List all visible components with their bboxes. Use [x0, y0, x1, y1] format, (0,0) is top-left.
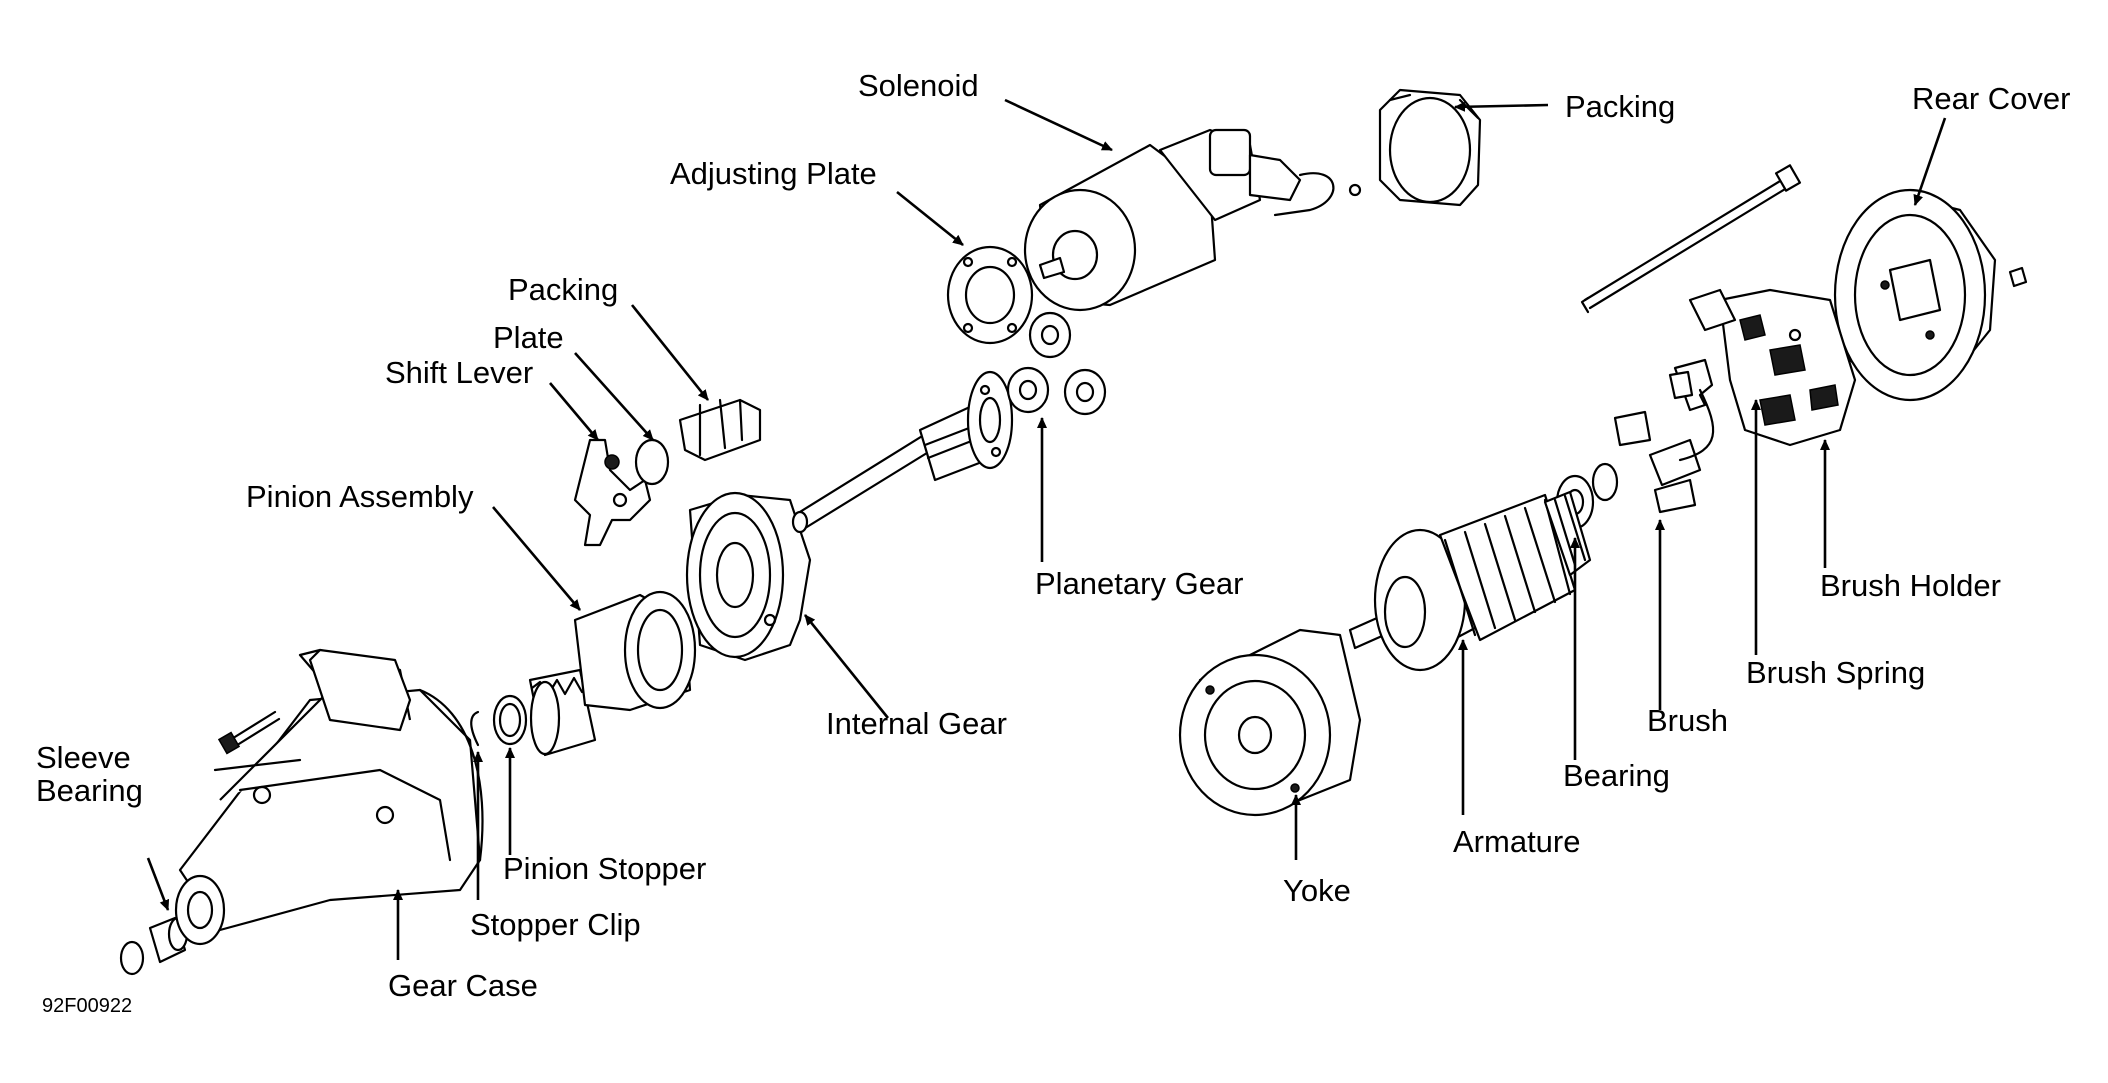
label-sleeve-line2: Bearing [36, 772, 143, 808]
shift-lever-part [573, 438, 652, 547]
label-rear-cover: Rear Cover [1912, 81, 2071, 116]
planetary-carrier-part [791, 370, 1014, 534]
armature-part [1348, 490, 1592, 672]
label-shift-lever: Shift Lever [385, 355, 534, 390]
label-packing-left: Packing [508, 272, 619, 307]
brush-part [1613, 358, 1715, 514]
label-adjusting-plate: Adjusting Plate [670, 156, 877, 191]
label-brush-spring: Brush Spring [1746, 655, 1926, 690]
label-solenoid: Solenoid [858, 68, 979, 103]
through-bolt-part [1580, 164, 1802, 314]
solenoid-part [1023, 128, 1362, 312]
brush-holder-part [1688, 288, 1857, 447]
packing-left-part [678, 398, 762, 462]
plate-part [634, 438, 670, 486]
planetary-gears-part [1006, 311, 1107, 416]
leader-lines [146, 98, 1947, 960]
label-stopper-clip: Stopper Clip [470, 907, 641, 942]
label-packing-top: Packing [1565, 89, 1676, 124]
sleeve-bearing-part [119, 916, 189, 976]
label-plate: Plate [493, 320, 564, 355]
label-sleeve-line1: Sleeve [36, 740, 131, 775]
label-gear-case: Gear Case [388, 968, 538, 1003]
label-sleeve-bearing: Sleeve Bearing [36, 740, 143, 808]
yoke-part [1178, 628, 1362, 817]
label-armature: Armature [1453, 824, 1581, 859]
label-yoke: Yoke [1283, 873, 1351, 908]
stopper-clip-part [470, 710, 480, 747]
label-pinion-assembly: Pinion Assembly [246, 479, 474, 514]
label-internal-gear: Internal Gear [826, 706, 1007, 741]
gear-case-part [174, 648, 484, 946]
label-brush-holder: Brush Holder [1820, 568, 2001, 603]
label-planetary-gear: Planetary Gear [1035, 566, 1244, 601]
figure-id: 92F00922 [42, 995, 133, 1017]
bolt-part [217, 710, 281, 755]
label-brush: Brush [1647, 703, 1728, 738]
label-pinion-stopper: Pinion Stopper [503, 851, 707, 886]
rear-cover-part [1833, 188, 2028, 402]
pinion-assembly-part [528, 590, 697, 757]
adjusting-plate-part [946, 245, 1034, 345]
pinion-stopper-part [492, 694, 528, 746]
internal-gear-part [685, 491, 812, 662]
label-bearing: Bearing [1563, 758, 1670, 793]
